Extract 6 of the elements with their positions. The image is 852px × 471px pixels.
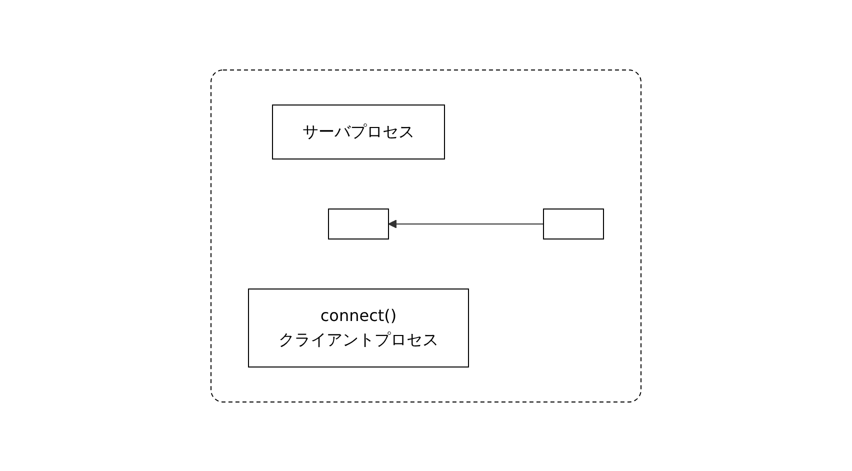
node-box [543, 208, 604, 239]
node-box: connect() クライアントプロセス [248, 288, 469, 367]
arrow [388, 219, 544, 228]
cluster [210, 69, 642, 402]
node-box: サーバプロセス [272, 104, 445, 159]
node-box [328, 208, 389, 239]
